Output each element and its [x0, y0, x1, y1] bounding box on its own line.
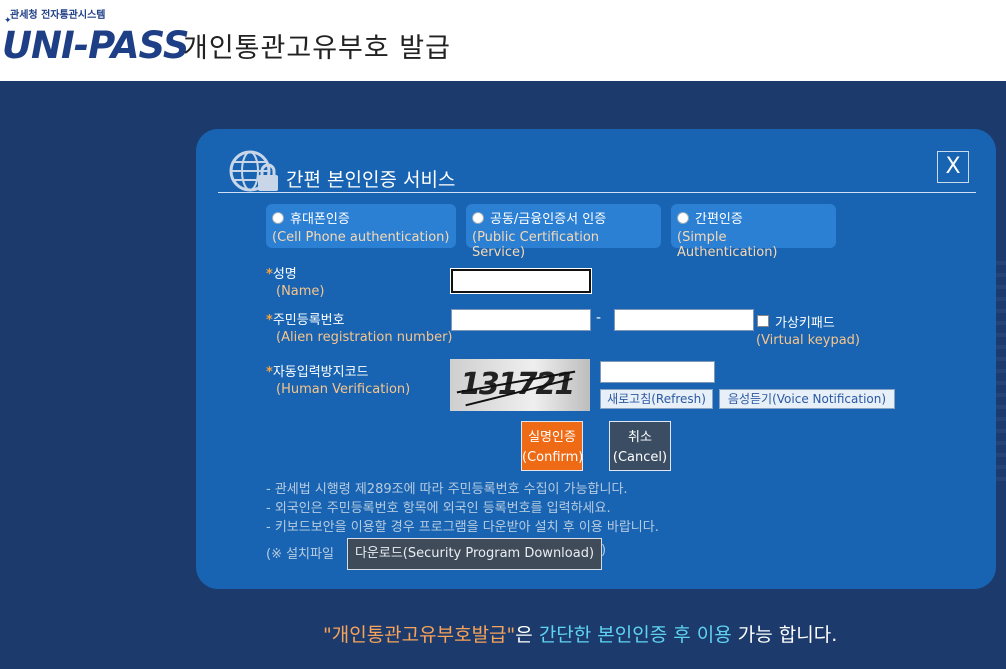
install-prefix: (※ 설치파일	[266, 547, 334, 562]
option-cell-phone[interactable]: 휴대폰인증 (Cell Phone authentication)	[266, 204, 456, 248]
name-label: *성명 (Name)	[266, 267, 325, 299]
voice-button[interactable]: 음성듣기(Voice Notification)	[719, 389, 895, 409]
notes: - 관세법 시행령 제289조에 따라 주민등록번호 수집이 가능합니다. - …	[266, 482, 659, 535]
brand-small-text: 관세청 전자통관시스템	[10, 10, 106, 21]
captcha-image: 131721	[450, 359, 590, 411]
globe-lock-icon	[229, 150, 278, 192]
download-button[interactable]: 다운로드(Security Program Download)	[347, 538, 602, 570]
cancel-button[interactable]: 취소 (Cancel)	[609, 421, 671, 471]
panel-title: 간편 본인인증 서비스	[286, 169, 456, 191]
auth-panel: 간편 본인인증 서비스 X 휴대폰인증 (Cell Phone authenti…	[196, 129, 996, 589]
install-suffix: )	[601, 543, 607, 558]
close-button[interactable]: X	[937, 151, 969, 183]
virtual-keypad-label: 가상키패드	[775, 316, 835, 331]
uni-pass-logo[interactable]: UNI-PASS	[2, 24, 189, 67]
human-verification-label: *자동입력방지코드 (Human Verification)	[266, 365, 411, 397]
option-simple-auth[interactable]: 간편인증 (Simple Authentication)	[671, 204, 836, 260]
confirm-button[interactable]: 실명인증 (Confirm)	[521, 421, 583, 471]
name-input[interactable]	[451, 269, 591, 293]
title-divider	[218, 192, 976, 193]
radio-button[interactable]	[272, 211, 284, 224]
header: 관세청 전자통관시스템 ✦ UNI-PASS 개인통관고유부호 발급	[0, 0, 1006, 81]
page-title: 개인통관고유부호 발급	[183, 33, 451, 64]
alien-reg-input-back[interactable]	[614, 309, 754, 331]
captcha-input[interactable]	[600, 361, 715, 383]
radio-button[interactable]	[472, 211, 484, 224]
option-public-certificate[interactable]: 공동/금융인증서 인증 (Public Certification Servic…	[466, 204, 661, 260]
virtual-keypad-en: (Virtual keypad)	[756, 333, 860, 348]
virtual-keypad-checkbox[interactable]	[757, 315, 769, 327]
radio-button[interactable]	[677, 211, 689, 224]
reg-dash: -	[596, 310, 602, 326]
alien-reg-label: *주민등록번호 (Alien registration number)	[266, 313, 453, 345]
star-icon: ✦	[4, 16, 12, 26]
alien-reg-input-front[interactable]	[451, 309, 591, 331]
footer-message: "개인통관고유부호발급"은 간단한 본인인증 후 이용 가능 합니다.	[323, 624, 838, 646]
refresh-button[interactable]: 새로고침(Refresh)	[600, 389, 713, 409]
